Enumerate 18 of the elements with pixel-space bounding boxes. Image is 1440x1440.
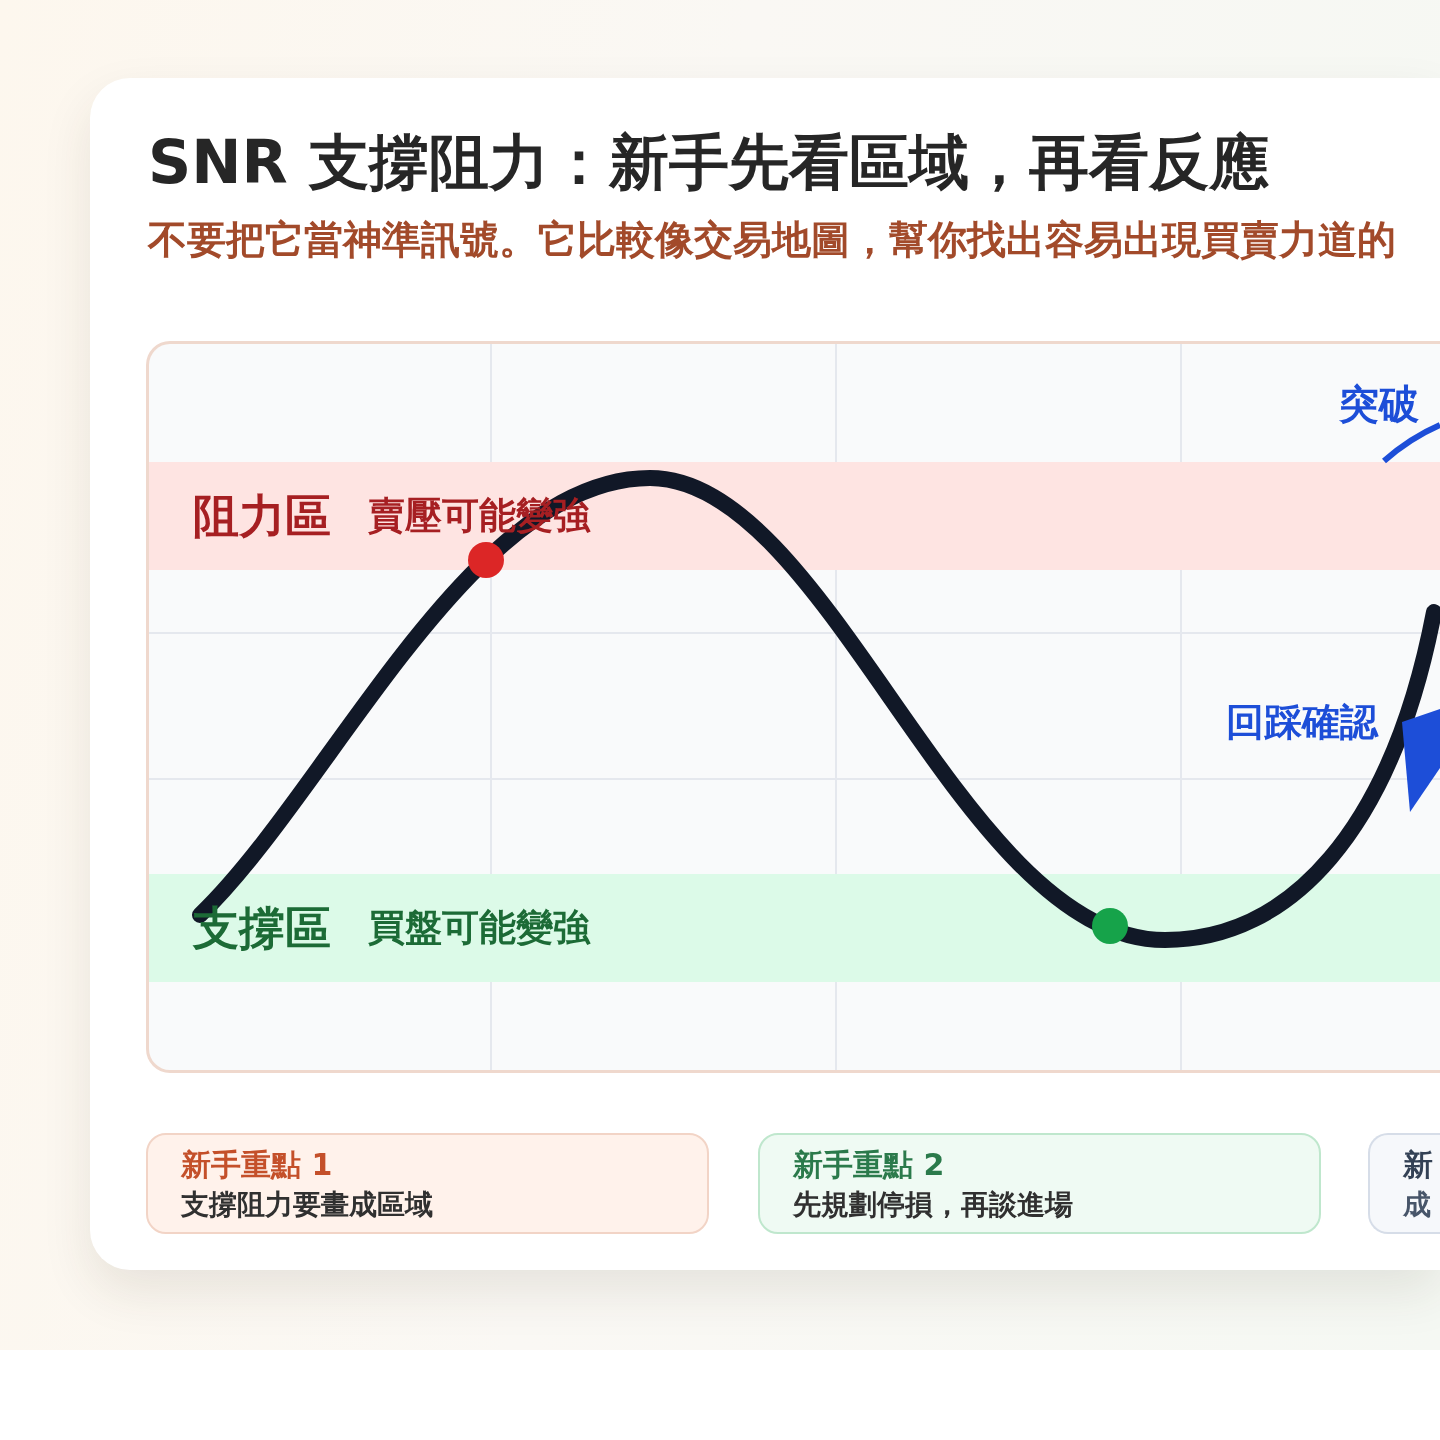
card-heading: 新手重點 2 (793, 1146, 945, 1184)
resistance-zone-band (149, 462, 1440, 570)
zone-title: 支撐區 (193, 901, 331, 955)
subtitle: 不要把它當神準訊號。它比較像交易地圖，幫你找出容易出現買賣力道的 (148, 218, 1396, 263)
card-text: 先規劃停損，再談進場 (793, 1187, 1073, 1223)
tip-card (758, 1133, 1321, 1234)
zone-note: 買盤可能變強 (368, 906, 590, 950)
card-text: 成 (1403, 1187, 1431, 1223)
card-text: 支撐阻力要畫成區域 (181, 1187, 433, 1223)
breakout-label: 突破 (1339, 381, 1419, 427)
card-heading: 新手重點 1 (181, 1146, 333, 1184)
zone-title: 阻力區 (193, 489, 331, 543)
support-zone-band (149, 874, 1440, 982)
tip-card (1368, 1133, 1440, 1234)
pullback-label: 回踩確認 (1226, 701, 1378, 745)
card-heading: 新 (1403, 1146, 1433, 1184)
diagram-title: SNR 支撐阻力：新手先看區域，再看反應 (148, 128, 1269, 197)
tip-card (146, 1133, 709, 1234)
